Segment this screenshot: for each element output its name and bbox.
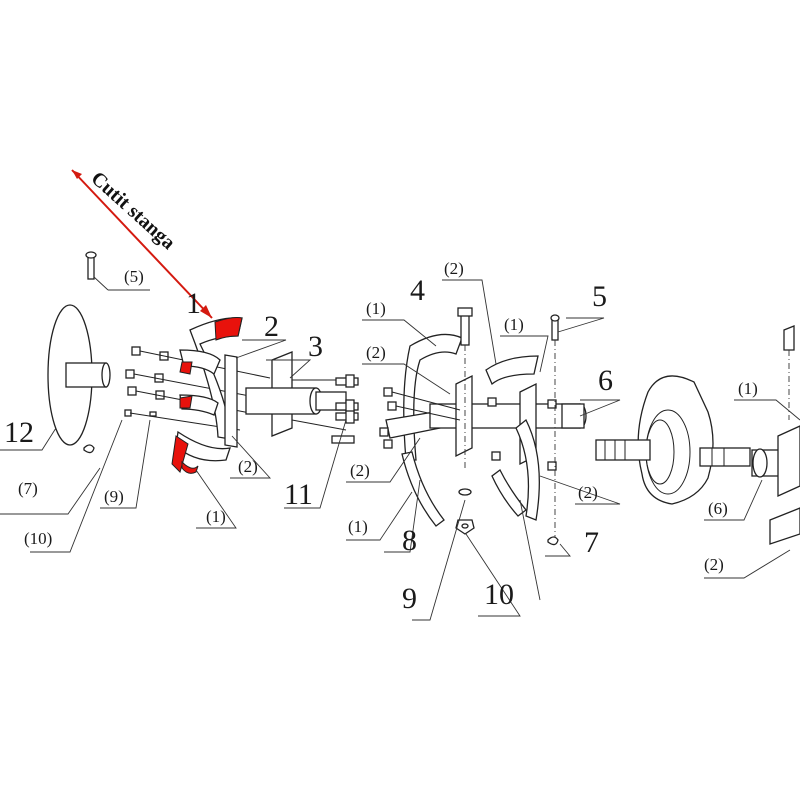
label-p6-right: (6) [708,499,728,518]
label-3: 3 [308,330,323,363]
leader-lines [0,276,800,621]
label-p2-top: (2) [444,259,464,278]
label-p2-far-right: (2) [704,555,724,574]
label-1-left: 1 [186,287,201,320]
label-p2-mid-top: (2) [366,343,386,362]
label-p10-left: (10) [24,529,52,548]
label-5-right: 5 [592,280,607,313]
label-p1-far-right: (1) [738,379,758,398]
label-10-bottom: 10 [484,578,514,611]
label-p2-mid-bottom: (2) [350,461,370,480]
pin-left [85,251,97,280]
label-7-right: 7 [584,526,599,559]
clip-left [83,444,95,454]
label-4: 4 [410,274,425,307]
label-p1-mid-right: (1) [504,315,524,334]
label-p2-left: (2) [238,457,258,476]
bolts-11 [331,374,359,444]
washer-9 [458,488,472,496]
label-9-bottom: 9 [402,582,417,615]
label-11: 11 [284,478,313,511]
label-p7-left: (7) [18,479,38,498]
label-2-left: 2 [264,310,279,343]
clip-7 [547,536,559,546]
label-p1-mid-bottom: (1) [348,517,368,536]
gearbox [595,375,751,505]
bolt-4 [457,307,473,470]
label-p5-left: (5) [124,267,144,286]
label-p9-left: (9) [104,487,124,506]
label-p1-left-bottom: (1) [206,507,226,526]
label-p2-right-mid: (2) [578,483,598,502]
side-disc [47,304,111,446]
label-6: 6 [598,364,613,397]
label-p1-mid-top: (1) [366,299,386,318]
label-8: 8 [402,524,417,557]
annotation-arrow [71,169,213,319]
nut-10 [455,519,475,535]
right-rotor [751,325,800,545]
left-hub [245,351,347,437]
pin-5 [550,314,560,540]
annotation-text: Cutit stanga [87,167,180,254]
label-12: 12 [4,416,34,449]
left-blades [171,317,243,474]
